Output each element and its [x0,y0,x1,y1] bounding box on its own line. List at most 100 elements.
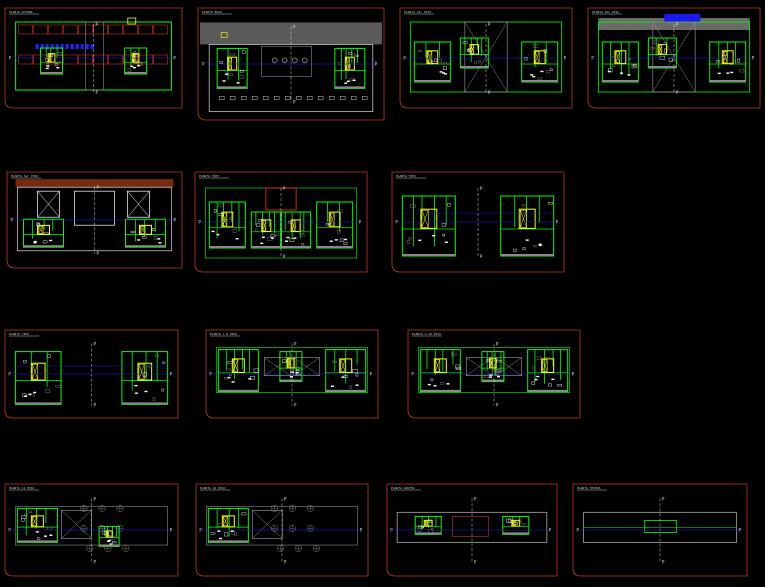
tree-symbol [288,504,296,512]
parking-stall [48,24,63,35]
light-well [37,190,60,218]
bike-rack [80,44,84,49]
equipment-room [127,17,137,25]
section-tag-left: P [199,528,202,533]
fixture [548,202,554,205]
fixture [229,53,235,57]
vertical-core [489,357,497,369]
furniture [607,70,611,73]
planter [240,96,247,100]
fixture [133,59,138,64]
fixture [152,397,156,401]
bike-rack [35,44,39,49]
elevator-cross [106,531,109,537]
solar-panel [664,14,701,22]
section-tag-left: P [198,220,201,225]
vertical-core [533,50,546,65]
fixture [141,236,147,239]
furniture [538,243,542,245]
furniture [270,237,274,239]
section-tag-bottom: P [474,560,477,565]
elevator-shaft [534,51,540,63]
fixture [256,223,261,227]
void-diagonal [127,191,150,218]
furniture [49,239,53,242]
parking-stall [33,24,48,35]
elevator-cross [32,364,38,380]
planter [251,96,258,100]
fixture [332,360,337,363]
elevator-shaft [435,359,441,372]
fixture [478,60,481,64]
fixture [474,61,478,65]
furniture [108,539,112,542]
tree-symbol [270,524,278,532]
section-tag-bottom: P [283,254,286,259]
bike-rack [60,44,64,49]
furniture [130,65,134,68]
facade-band [251,246,282,248]
fixture [557,384,562,387]
section-tag-top: P [480,186,483,191]
fixture [729,62,733,65]
section-tag-right: P [549,528,552,533]
furniture [158,242,162,244]
fixture [289,238,295,242]
fixture [418,525,424,529]
sheet-title: PLANTA 3er PISO [11,174,38,178]
facade-band [325,389,366,392]
furniture [530,74,534,76]
section-tag-right: P [375,62,378,67]
apartment-unit [121,351,169,405]
parking-stall [123,24,138,35]
bike-rack [70,44,74,49]
fixture [42,240,48,244]
void-diagonal [37,191,60,218]
fixture [443,61,447,64]
fixture [355,54,359,57]
vertical-core [518,208,536,229]
fixture [239,75,244,79]
sheet-frame [399,7,573,109]
tree-symbol [270,504,278,512]
vertical-core [231,358,245,373]
section-tag-right: P [572,372,575,377]
fixture [36,537,41,540]
fixture [241,512,247,516]
tree-canopy [116,504,124,512]
parking-stall [18,24,33,35]
bike-rack [90,44,94,49]
apartment-unit [124,47,148,75]
facade-band [420,389,461,392]
fixture [28,510,33,513]
apartment-unit [500,195,555,257]
section-tag-bottom: P [96,90,99,95]
fixture [338,62,342,65]
furniture [444,73,448,75]
vertical-core [290,219,301,232]
tree-symbol [86,544,94,552]
roof-outline [396,511,548,543]
vertical-core [30,362,46,381]
furniture [433,385,437,387]
planter [218,96,225,100]
facade-band [208,540,249,543]
furniture [489,374,493,376]
fixture [232,229,237,233]
furniture [536,375,540,378]
elevator-shaft [32,516,38,527]
fixture [721,52,725,55]
planter [350,96,357,100]
apartment-unit [250,211,282,249]
fixture [496,372,499,375]
facade-band [481,379,504,382]
furniture [24,395,28,397]
elevator-shaft [223,516,229,527]
section-tag-left: P [403,56,406,61]
